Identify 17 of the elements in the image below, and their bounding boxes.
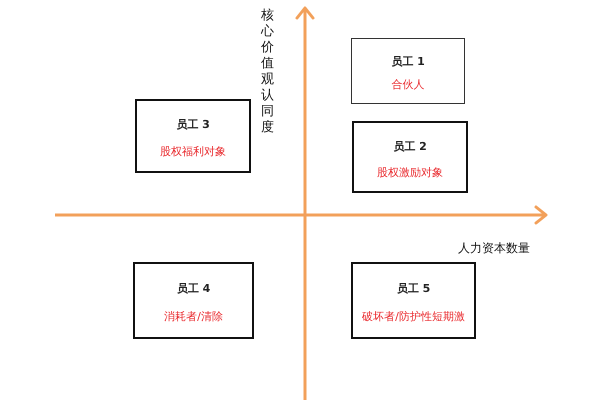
label-box [351,262,476,339]
role-label: 股权激励对象 [376,165,444,180]
axis-label: 人力资本数量 [458,240,530,257]
role-label: 消耗者/清除 [163,309,224,324]
box-title: 员工 2 [392,139,428,154]
role-label: 合伙人 [390,77,426,92]
axis-label: 核心价值观认同度 [261,8,274,136]
role-label: 股权福利对象 [159,144,227,159]
label-box [135,99,251,173]
box-title: 员工 5 [396,281,432,296]
label-box [133,262,254,339]
box-title: 员工 1 [390,54,426,69]
label-box [351,38,465,104]
box-title: 员工 3 [175,117,211,132]
role-label: 破坏者/防护性短期激 [361,309,466,324]
label-box [352,121,468,193]
box-title: 员工 4 [176,281,212,296]
